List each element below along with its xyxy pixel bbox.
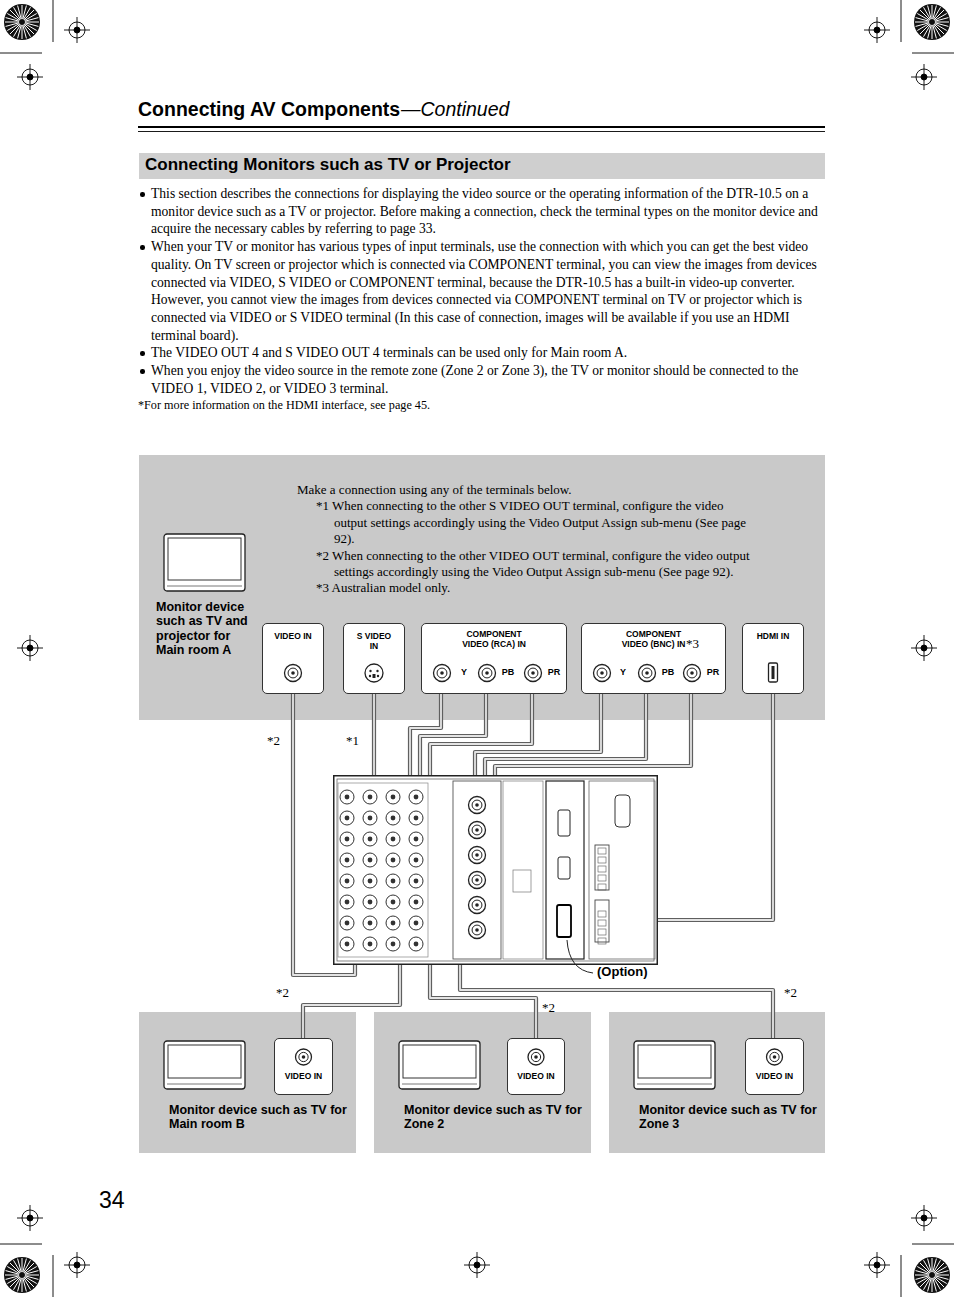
bullet-item: When your TV or monitor has various type…: [151, 238, 823, 344]
header-rule: [138, 127, 825, 132]
jack-icon: [746, 1039, 803, 1094]
note-text: *3 Australian model only.: [297, 580, 759, 596]
bullet-dot: [140, 245, 145, 250]
cable-callout: *2: [267, 733, 280, 749]
terminal-label: COMPONENT VIDEO (BNC) IN: [618, 629, 690, 649]
terminal-box: HDMI IN: [742, 623, 804, 694]
option-callout: (Option): [597, 964, 648, 979]
terminal-box: S VIDEO IN: [343, 623, 405, 694]
cable: [658, 694, 773, 920]
note-text: *1 When connecting to the other S VIDEO …: [297, 498, 759, 547]
callout-number: *3: [686, 636, 699, 652]
bullet-text: The VIDEO OUT 4 and S VIDEO OUT 4 termin…: [151, 344, 823, 362]
section-heading: Connecting Monitors such as TV or Projec…: [145, 155, 511, 175]
zone-panel: Monitor device such as TV for Zone 2 VIDE…: [374, 1012, 591, 1153]
bullet-item: When you enjoy the video source in the r…: [151, 362, 823, 397]
receiver-rear-panel: (Option): [333, 775, 658, 965]
monitor-device: Monitor device such as TV and projector …: [155, 532, 255, 662]
receiver-illustration: [333, 775, 658, 965]
bullet-dot: [140, 192, 145, 197]
bullet-text: When your TV or monitor has various type…: [151, 238, 823, 344]
page-header-suffix: —Continued: [401, 98, 509, 121]
note-column: Make a connection using any of the termi…: [297, 482, 759, 597]
jack-icon: [508, 1039, 564, 1094]
terminal-box: VIDEO IN: [745, 1038, 804, 1095]
bullet-item: The VIDEO OUT 4 and S VIDEO OUT 4 termin…: [151, 344, 823, 362]
bullet-dot: [140, 369, 145, 374]
jack-label: PR: [703, 667, 723, 677]
page-header: Connecting AV Components: [138, 98, 400, 121]
terminal-label: VIDEO IN: [516, 1071, 556, 1081]
bullet-text: When you enjoy the video source in the r…: [151, 362, 823, 397]
zone-panel: Monitor device such as TV for Main room …: [139, 1012, 356, 1153]
cable: [430, 965, 536, 1038]
device-label: Monitor device such as TV for Main room …: [169, 1103, 351, 1132]
tv-icon: [633, 1040, 716, 1090]
terminal-box: VIDEO IN: [274, 1038, 333, 1095]
tv-icon: [163, 533, 246, 592]
tv-icon: [163, 1040, 246, 1090]
terminal-label: VIDEO IN: [755, 1071, 795, 1081]
connection-panel: Make a connection using any of the termi…: [139, 455, 825, 720]
bullet-dot: [140, 351, 145, 356]
jack-icon: [275, 1039, 332, 1094]
terminal-label: S VIDEO IN: [354, 631, 394, 651]
bullet-list: This section describes the connections f…: [151, 185, 823, 397]
component-terminal-box: COMPONENT VIDEO (BNC) IN*3Y PB PR: [581, 623, 726, 694]
cable-callout: *2: [784, 985, 797, 1001]
jack-label: PR: [544, 667, 564, 677]
jack-label: PB: [658, 667, 678, 677]
zone-panel: Monitor device such as TV for Zone 3 VIDE…: [609, 1012, 825, 1153]
terminal-label: COMPONENT VIDEO (RCA) IN: [458, 629, 530, 649]
cable: [460, 965, 773, 1038]
section-band: Connecting Monitors such as TV or Projec…: [139, 153, 825, 179]
tv-icon: [398, 1040, 481, 1090]
page-number: 34: [99, 1187, 125, 1214]
note-text: *2 When connecting to the other VIDEO OU…: [297, 548, 759, 581]
bullet-text: This section describes the connections f…: [151, 185, 823, 238]
terminal-label: HDMI IN: [753, 631, 793, 641]
cable: [475, 694, 691, 775]
cable: [410, 694, 532, 775]
cable-callout: *2: [276, 985, 289, 1001]
note-text: Make a connection using any of the termi…: [297, 482, 759, 498]
jack-label: PB: [498, 667, 518, 677]
cable: [374, 694, 375, 775]
footnote: *For more information on the HDMI interf…: [138, 398, 430, 413]
cable: [293, 694, 355, 975]
jack-label: Y: [613, 667, 633, 677]
device-label: Monitor device such as TV for Zone 3: [639, 1103, 821, 1132]
terminal-box: VIDEO IN: [507, 1038, 565, 1095]
cable: [303, 965, 400, 1038]
cable-callout: *1: [346, 733, 359, 749]
terminal-box: VIDEO IN: [262, 623, 324, 694]
device-label: Monitor device such as TV and projector …: [156, 600, 256, 657]
component-terminal-box: COMPONENT VIDEO (RCA) IN Y PB PR: [421, 623, 567, 694]
device-label: Monitor device such as TV for Zone 2: [404, 1103, 586, 1132]
cable-callout: *2: [542, 1000, 555, 1016]
terminal-label: VIDEO IN: [284, 1071, 324, 1081]
bullet-item: This section describes the connections f…: [151, 185, 823, 238]
terminal-label: VIDEO IN: [273, 631, 313, 641]
jack-label: Y: [454, 667, 474, 677]
